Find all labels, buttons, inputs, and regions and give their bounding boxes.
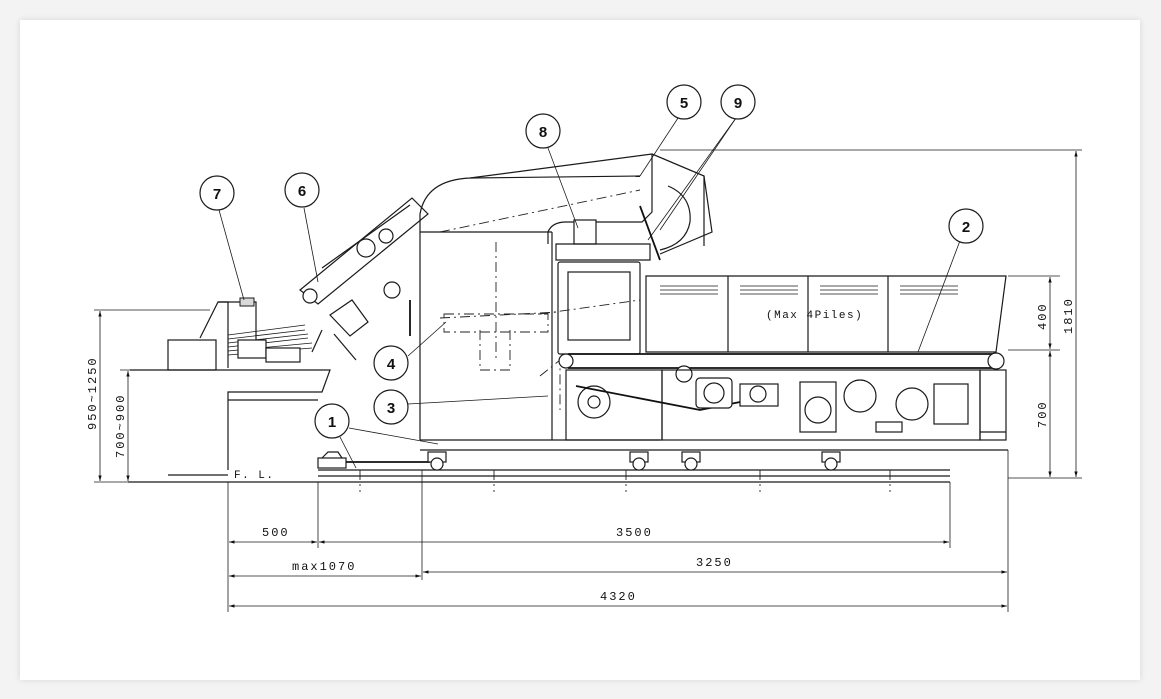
- dim-1810: 1810: [1062, 297, 1076, 334]
- dim-950-1250: 950~1250: [86, 356, 100, 430]
- inclined-arm: [299, 197, 429, 361]
- dim-400: 400: [1036, 302, 1050, 330]
- dim-max1070: max1070: [292, 560, 356, 574]
- svg-text:5: 5: [680, 95, 688, 112]
- svg-text:8: 8: [539, 124, 547, 141]
- svg-text:6: 6: [298, 183, 306, 200]
- drawing-sheet: 500 3500 max1070 3250 4320 400 1810 700 …: [20, 20, 1140, 680]
- callout-5: 5: [666, 84, 702, 120]
- inspection-window: [539, 261, 641, 355]
- drive-unit: [565, 369, 1007, 441]
- floor-base: [128, 451, 950, 492]
- svg-text:7: 7: [213, 186, 221, 203]
- main-housing: [419, 153, 1008, 451]
- svg-text:1: 1: [328, 414, 336, 431]
- callout-3: 3: [373, 389, 409, 425]
- svg-text:3: 3: [387, 400, 395, 417]
- dim-700-900: 700~900: [114, 394, 128, 458]
- upper-head: [547, 153, 713, 261]
- callout-2: 2: [948, 208, 984, 244]
- dim-4320: 4320: [600, 590, 637, 604]
- floor-level-label: F. L.: [234, 470, 275, 482]
- max-piles-note: (Max 4Piles): [766, 310, 863, 322]
- dim-3250: 3250: [696, 556, 733, 570]
- svg-text:9: 9: [734, 95, 742, 112]
- feed-table: [130, 297, 331, 476]
- leader-lines: [218, 117, 962, 469]
- callout-4: 4: [373, 345, 409, 381]
- dimension-lines: [94, 149, 1082, 612]
- svg-text:4: 4: [387, 356, 396, 373]
- dim-700: 700: [1036, 400, 1050, 428]
- callout-9: 9: [720, 84, 756, 120]
- delivery-belt: [558, 352, 1005, 383]
- callout-6: 6: [284, 172, 320, 208]
- callout-8: 8: [525, 113, 561, 149]
- callout-7: 7: [199, 175, 235, 211]
- casters: [427, 451, 841, 471]
- dimension-labels: 500 3500 max1070 3250 4320 400 1810 700 …: [86, 297, 1076, 604]
- delivery-cabinets: [645, 275, 1007, 353]
- paper-stack: [227, 324, 313, 363]
- svg-text:2: 2: [962, 219, 970, 236]
- dim-500: 500: [262, 526, 290, 540]
- dim-3500: 3500: [616, 526, 653, 540]
- callout-1: 1: [314, 403, 350, 439]
